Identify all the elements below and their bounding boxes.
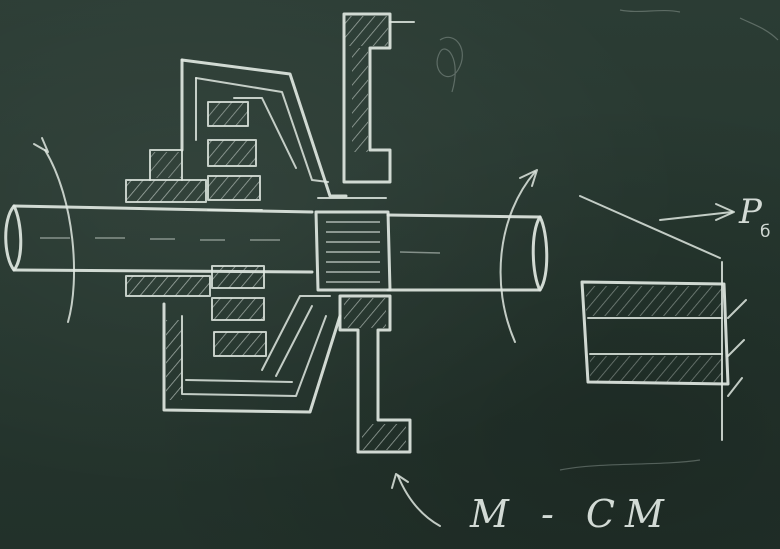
caption: M - CM <box>470 492 674 536</box>
rotation-arrow-right <box>499 169 538 343</box>
rotation-arrow-left <box>33 137 75 323</box>
sliding-coupling <box>314 12 415 454</box>
force-subscript: б <box>760 222 771 242</box>
shift-block <box>580 261 747 441</box>
friction-discs-upper <box>207 101 263 211</box>
chalk-smudges <box>436 9 779 471</box>
force-arrow <box>579 195 735 259</box>
friction-discs-lower <box>211 265 267 357</box>
caption-arrow <box>391 473 441 527</box>
clutch-housing <box>162 58 348 414</box>
left-shaft <box>4 204 314 274</box>
right-shaft <box>386 213 549 292</box>
force-label: P <box>739 192 764 232</box>
hub <box>125 149 211 297</box>
